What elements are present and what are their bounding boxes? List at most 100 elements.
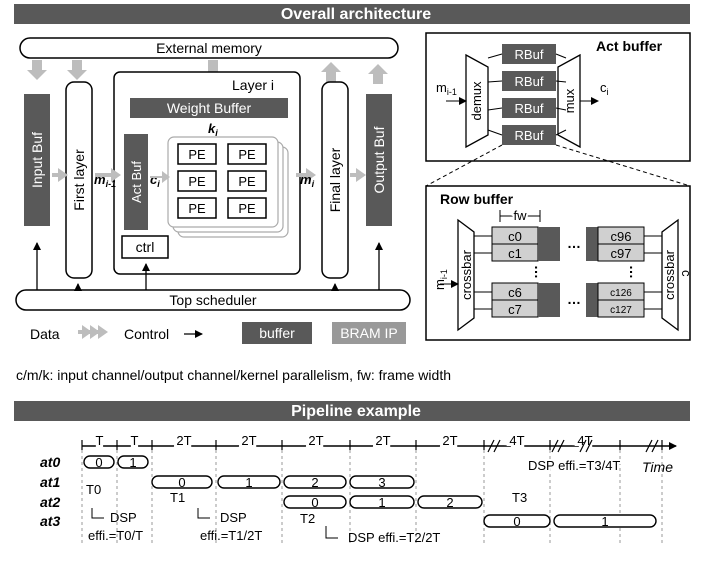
pe-grid: PE PE PE PE PE PE	[177, 143, 267, 219]
m-out-label: mi	[300, 172, 315, 189]
row-cell-label: c97	[611, 246, 632, 261]
row-c-out-label: c	[679, 270, 694, 277]
mux-shape	[557, 53, 581, 149]
rbuf-label: RBuf	[515, 47, 544, 62]
dsp-bracket	[325, 526, 338, 539]
input-buf	[24, 94, 50, 226]
row-cell-label: c7	[508, 302, 522, 317]
crossbar-left-label: crossbar	[459, 249, 474, 300]
demux-shape	[465, 53, 489, 149]
idle-gap-label: T0	[86, 482, 101, 497]
act-m-in-label: mi-1	[436, 80, 457, 97]
rbuf-label: RBuf	[515, 128, 544, 143]
task-pill	[349, 475, 415, 489]
pe-label: PE	[238, 174, 256, 189]
row-cell-label: c6	[508, 285, 522, 300]
m-in-label: mi-1	[94, 172, 116, 189]
dsp-bracket	[91, 508, 104, 519]
svg-text:…: …	[567, 291, 581, 307]
interval-label: 2T	[442, 433, 457, 448]
interval-label: 2T	[308, 433, 323, 448]
fw-bracket	[499, 210, 541, 222]
rbuf-label: RBuf	[515, 101, 544, 116]
zoom-line-right	[555, 144, 691, 187]
top-scheduler-label: Top scheduler	[169, 292, 257, 308]
task-label: 1	[245, 475, 252, 490]
task-pill	[553, 514, 657, 528]
external-memory-label: External memory	[156, 40, 262, 56]
header-title-bottom: Pipeline example	[291, 403, 421, 420]
zoom-line-left	[425, 144, 503, 187]
pe-label: PE	[188, 174, 206, 189]
task-label: 1	[129, 455, 136, 470]
task-label: 0	[178, 475, 185, 490]
row-cell-label: c126	[610, 288, 632, 299]
pe-label: PE	[188, 201, 206, 216]
demux-label: demux	[469, 81, 484, 121]
task-label: 0	[311, 495, 318, 510]
rbuf-stack: RBuf RBuf RBuf RBuf	[502, 44, 556, 145]
c-i-label: ci	[150, 172, 160, 189]
legend-buffer-label: buffer	[259, 325, 295, 341]
svg-text:…: …	[532, 265, 548, 279]
layer-data-arrows	[52, 168, 366, 183]
legend-bram-swatch	[332, 322, 406, 344]
task-pill	[349, 495, 415, 509]
interval-label: 2T	[176, 433, 191, 448]
row-label: at0	[40, 454, 60, 470]
dsp-eff-label: effi.=T1/2T	[200, 528, 262, 543]
row-m-in-label: mi-1	[432, 269, 449, 290]
dsp-label: DSP	[110, 510, 137, 525]
ctrl-label: ctrl	[136, 239, 155, 255]
pe-label: PE	[238, 147, 256, 162]
header-title-top: Overall architecture	[281, 6, 431, 23]
axis-break	[551, 439, 565, 453]
task-pill	[151, 475, 213, 489]
mux-label: mux	[562, 88, 577, 113]
idle-gap-label: T1	[170, 490, 185, 505]
crossbar-right-label: crossbar	[662, 249, 677, 300]
legend-bram-label: BRAM IP	[340, 325, 398, 341]
header-bar-top	[14, 4, 690, 24]
interval-label: T	[96, 433, 104, 448]
axis-break	[645, 439, 659, 453]
row-label: at3	[40, 513, 60, 529]
idle-gap-label: T2	[300, 511, 315, 526]
task-pill	[217, 475, 281, 489]
act-c-out-label: ci	[600, 80, 609, 97]
layer-i-label: Layer i	[232, 77, 274, 93]
crossbar-left	[457, 218, 475, 332]
first-layer	[65, 81, 93, 279]
act-buf	[124, 134, 148, 230]
rbuf-label: RBuf	[515, 74, 544, 89]
output-buf-label: Output Buf	[371, 126, 387, 193]
axis-break	[579, 439, 593, 453]
row-cell-label: c96	[611, 229, 632, 244]
svg-text:…: …	[567, 235, 581, 251]
row-dots: … … … …	[532, 235, 643, 307]
k-label: ki	[208, 121, 218, 138]
interval-label: 4T	[577, 433, 592, 448]
svg-text:…: …	[627, 265, 643, 279]
legend-data-arrow	[78, 325, 108, 339]
first-layer-label: First layer	[71, 149, 87, 211]
interval-label: 4T	[509, 433, 524, 448]
task-label: 1	[378, 495, 385, 510]
row-label: at2	[40, 494, 60, 510]
dsp-bracket	[197, 508, 210, 519]
input-buf-label: Input Buf	[29, 132, 45, 188]
weight-buffer	[130, 98, 288, 118]
pe-label: PE	[188, 147, 206, 162]
idle-gap-label: T3	[512, 490, 527, 505]
task-label: 0	[95, 455, 102, 470]
dsp-eff-label: effi.=T0/T	[88, 528, 143, 543]
rbuf-wires	[446, 53, 599, 136]
row-buffer-title: Row buffer	[440, 191, 514, 207]
dsp-label: DSP	[220, 510, 247, 525]
act-buf-label: Act Buf	[129, 161, 144, 203]
axis-break	[487, 439, 501, 453]
task-label: 1	[601, 514, 608, 529]
caption: c/m/k: input channel/output channel/kern…	[16, 367, 451, 383]
